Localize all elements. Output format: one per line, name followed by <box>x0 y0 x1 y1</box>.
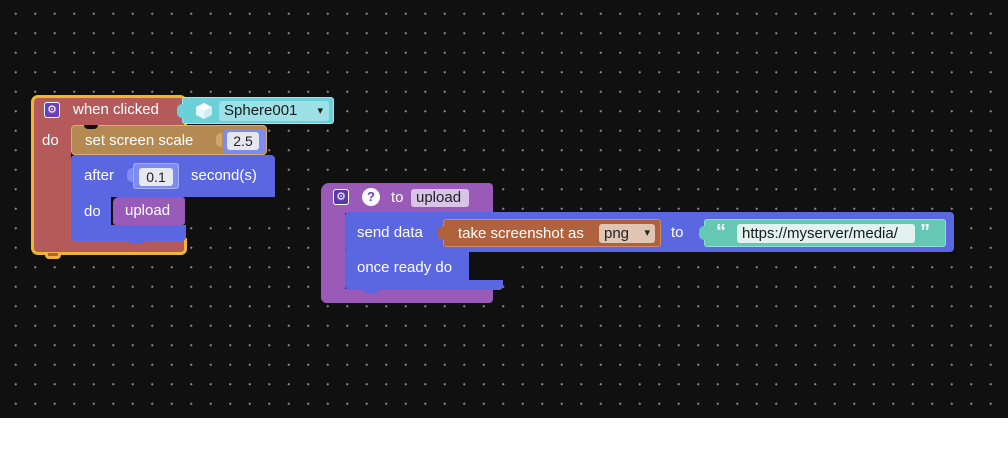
take-screenshot-label: take screenshot as <box>458 225 584 242</box>
after-input-tab <box>127 168 133 182</box>
send-to-label: to <box>671 224 684 241</box>
event-do-label: do <box>42 132 59 149</box>
procedure-side <box>321 211 345 303</box>
gear-icon[interactable]: ⚙ <box>333 189 349 205</box>
after-label: after <box>84 167 115 184</box>
procedure-bottom <box>321 289 493 303</box>
delay-number-block[interactable]: 0.1 <box>133 163 179 189</box>
event-bottom-notch <box>45 253 61 259</box>
url-text-block[interactable]: “ https://myserver/media/ ” <box>699 219 946 247</box>
blocks-workspace[interactable]: ⚙ when clicked do Sphere001 ▾ set screen… <box>0 0 1008 418</box>
procedure-name-field[interactable]: upload <box>411 189 469 207</box>
call-upload-block[interactable]: upload <box>113 197 185 225</box>
format-dropdown-arrow: ▾ <box>644 227 650 239</box>
help-icon[interactable]: ? <box>362 188 380 206</box>
object-dropdown-arrow: ▾ <box>317 105 323 117</box>
send-data-label: send data <box>357 224 423 241</box>
set-screen-scale-block[interactable]: set screen scale 2.5 <box>71 125 267 155</box>
scale-number-block[interactable]: 2.5 <box>223 129 265 153</box>
set-screen-scale-label: set screen scale <box>85 132 194 149</box>
send-block-lower <box>345 250 469 282</box>
after-bottom-notch <box>129 239 145 244</box>
send-block-bottom <box>345 280 503 290</box>
event-bottom-bar <box>67 238 187 255</box>
seconds-unit-label: second(s) <box>191 167 257 184</box>
after-block-bottom <box>71 225 186 241</box>
gear-icon[interactable]: ⚙ <box>44 102 60 118</box>
cube-icon <box>195 102 213 120</box>
delay-value-field[interactable]: 0.1 <box>139 168 173 186</box>
close-quote-mark: ” <box>920 221 930 243</box>
call-upload-label: upload <box>125 202 171 219</box>
object-name-dropdown[interactable]: Sphere001 ▾ <box>219 101 329 121</box>
after-do-label: do <box>84 203 101 220</box>
url-value-field[interactable]: https://myserver/media/ <box>737 224 915 243</box>
help-glyph: ? <box>367 189 375 204</box>
object-selector-block[interactable]: Sphere001 ▾ <box>177 97 334 124</box>
screenshot-format-value: png <box>604 225 630 242</box>
send-callback-slot <box>469 252 509 280</box>
take-screenshot-block[interactable]: take screenshot as png ▾ <box>438 219 661 247</box>
open-quote-mark: “ <box>716 221 726 243</box>
when-clicked-label: when clicked <box>73 101 159 118</box>
scale-input-tab <box>216 133 222 147</box>
object-input-tab <box>177 104 184 118</box>
scale-top-notch <box>84 125 98 129</box>
screenshot-format-dropdown[interactable]: png ▾ <box>599 224 655 243</box>
once-ready-do-label: once ready do <box>357 259 453 276</box>
scale-value-field[interactable]: 2.5 <box>227 132 259 150</box>
screenshot-output-tab <box>438 226 444 240</box>
procedure-to-label: to <box>391 189 404 206</box>
url-output-tab <box>699 226 705 240</box>
send-bottom-notch <box>363 288 379 293</box>
object-name-value: Sphere001 <box>224 102 298 119</box>
procedure-definition-block[interactable]: ⚙ ? to upload <box>321 183 493 303</box>
